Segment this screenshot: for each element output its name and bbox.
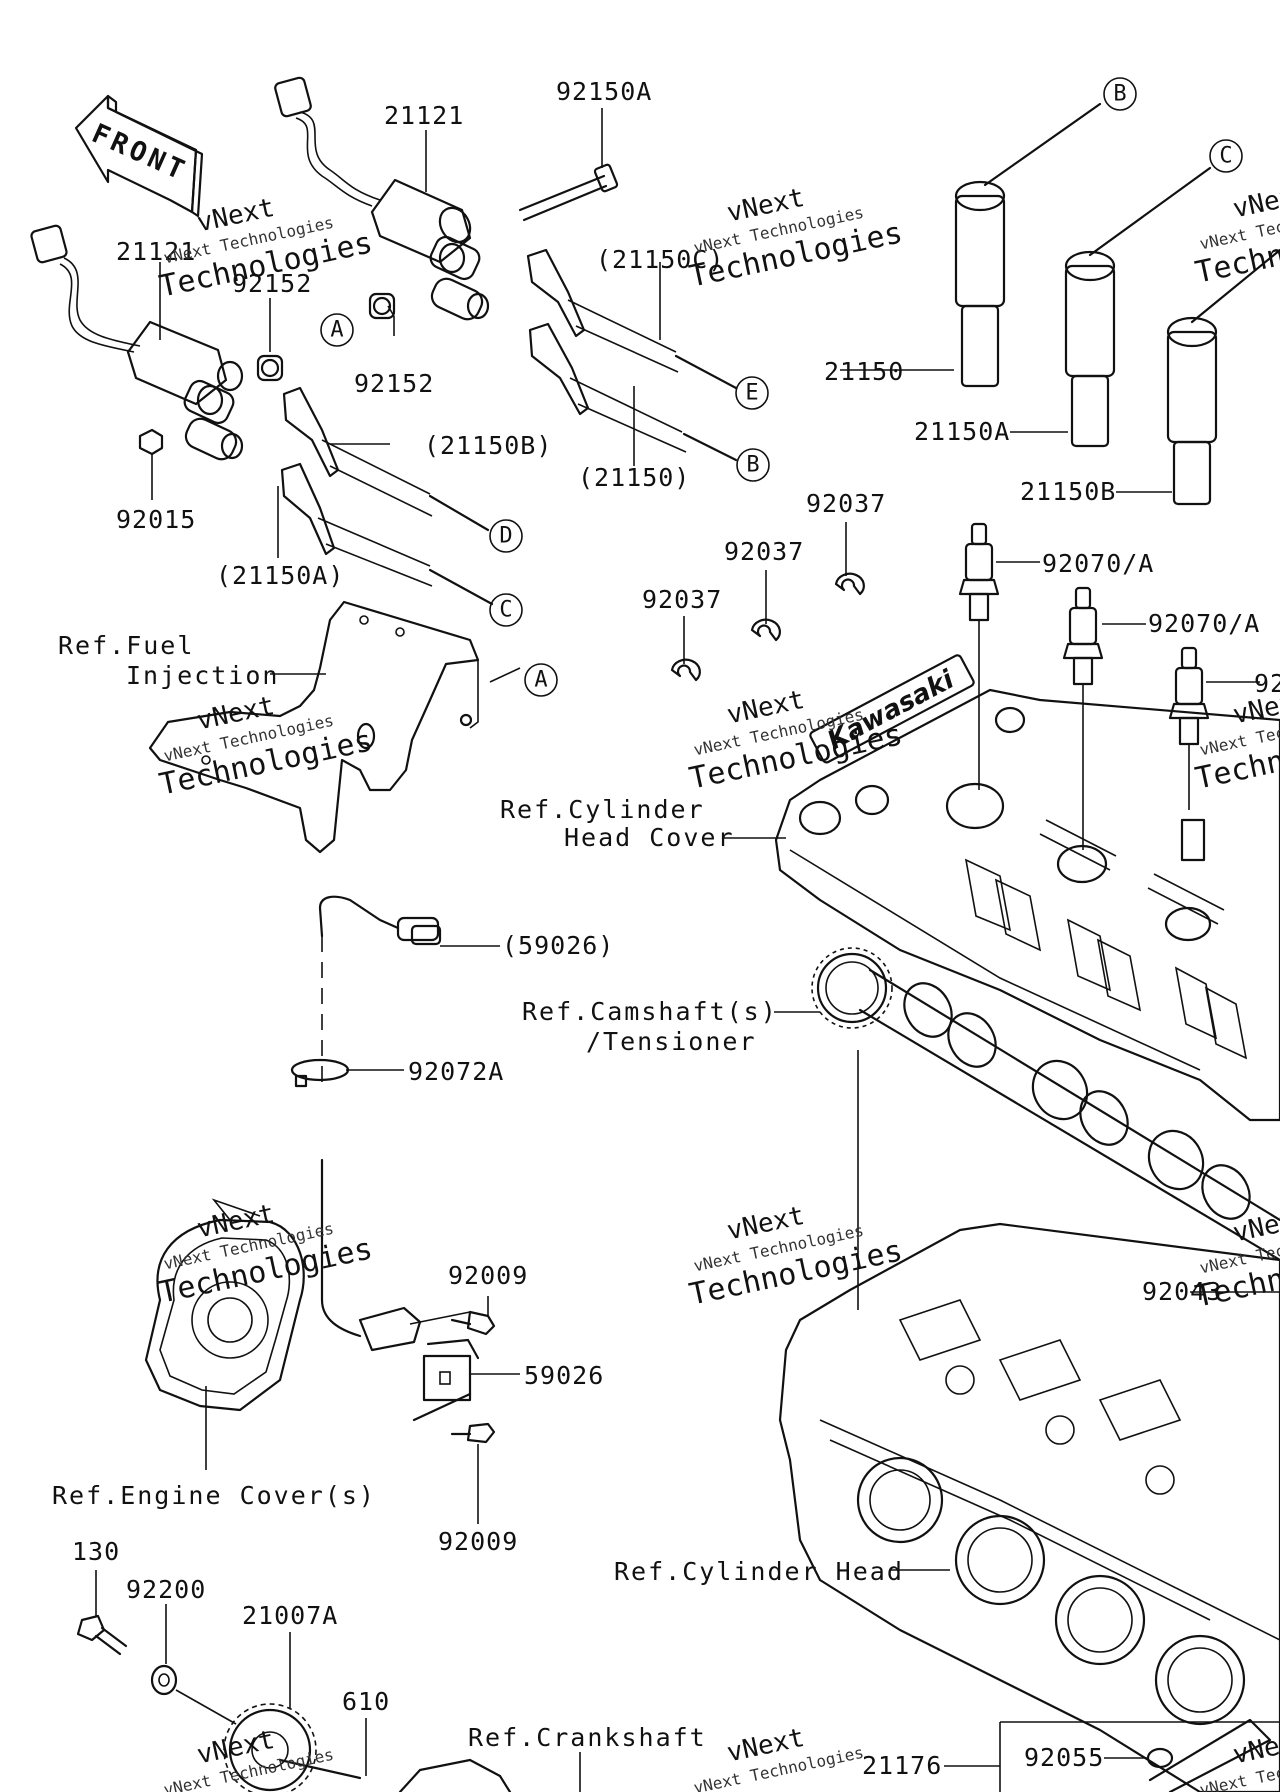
- part-label: (21150C): [596, 245, 724, 274]
- part-label: 92070/A: [1148, 609, 1260, 638]
- part-label: 92200: [126, 1575, 206, 1604]
- ref-camshaft-line2: /Tensioner: [586, 1027, 757, 1056]
- ref-engine-cover: Ref.Engine Cover(s): [52, 1481, 376, 1510]
- bolt-92009-icon: [450, 1310, 496, 1444]
- front-arrow-label: FRONT: [87, 118, 192, 188]
- ref-head-cover-line2: Head Cover: [564, 823, 735, 852]
- nut-92015-icon: [138, 428, 164, 456]
- crankshaft-ref: [398, 1758, 512, 1792]
- plug-cap-21150-short: [528, 322, 738, 462]
- part-label: 21150B: [1020, 477, 1116, 506]
- part-label: 92072A: [408, 1057, 504, 1086]
- callout-e-1-letter: E: [745, 381, 758, 406]
- callout-e-1: E: [735, 376, 769, 410]
- callout-c-1-letter: C: [1219, 144, 1232, 169]
- part-label: 21121: [384, 101, 464, 130]
- part-label: 21150: [824, 357, 904, 386]
- spark-plug-3: [1168, 646, 1210, 810]
- part-labels: 21121 92150A 21121 92152 92152 (21150C) …: [72, 77, 1280, 1780]
- callout-d-1: D: [489, 519, 523, 553]
- ref-fuel-injection-line1: Ref.Fuel: [58, 631, 194, 660]
- plug-cap-21150b-short: [282, 386, 490, 532]
- part-label: 92037: [642, 585, 722, 614]
- plug-cap-21150a-short: [280, 462, 494, 606]
- cylinder-head: [778, 1222, 1280, 1792]
- part-label: 92037: [724, 537, 804, 566]
- spark-plug-1: [958, 522, 1000, 790]
- part-label: (21150): [578, 463, 690, 492]
- engine-cover: [144, 1198, 305, 1412]
- watermark: vNext vNext Technologies Technologies vN…: [156, 179, 1280, 1792]
- ref-cylinder-head: Ref.Cylinder Head: [614, 1557, 904, 1586]
- bolt-92150a-icon: [518, 163, 619, 222]
- ref-crankshaft: Ref.Crankshaft: [468, 1723, 707, 1752]
- part-label: 21121: [116, 237, 196, 266]
- leader-lines: [95, 108, 1280, 1792]
- part-label: 92009: [438, 1527, 518, 1556]
- callout-a-1-letter: A: [330, 318, 343, 343]
- spark-plug-2: [1062, 586, 1104, 850]
- callout-b-1: B: [1103, 77, 1137, 111]
- collar-92152-icon: [256, 292, 396, 382]
- part-label: 92043: [1142, 1277, 1222, 1306]
- callout-a-2-letter: A: [534, 668, 547, 693]
- callout-b-2: B: [736, 448, 770, 482]
- callout-c-1: C: [1209, 139, 1243, 173]
- oring-92055-icon: [1146, 1747, 1174, 1769]
- sensor-wire: [290, 895, 442, 1338]
- part-label: 92150A: [556, 77, 652, 106]
- callout-b-1-letter: B: [1113, 82, 1126, 107]
- part-label: (21150A): [216, 561, 344, 590]
- part-label: 59026: [524, 1361, 604, 1390]
- reference-labels: Ref.Fuel Injection Ref.Cylinder Head Cov…: [52, 631, 904, 1752]
- part-label: 130: [72, 1537, 120, 1566]
- washer-92200-icon: [150, 1664, 237, 1725]
- part-label: (59026): [502, 931, 614, 960]
- ignition-coil-lower: [30, 224, 244, 461]
- part-label: 92037: [806, 489, 886, 518]
- plug-cap-21150b: [1166, 248, 1280, 506]
- part-label: 21150A: [914, 417, 1010, 446]
- part-label: 92070/A: [1042, 549, 1154, 578]
- ref-fuel-injection-line2: Injection: [126, 661, 279, 690]
- callout-d-1-letter: D: [499, 524, 512, 549]
- timing-rotor-21007a: [223, 1703, 362, 1792]
- part-label: 21176: [862, 1751, 942, 1780]
- part-label: 92015: [116, 505, 196, 534]
- callout-c-2: C: [489, 593, 523, 627]
- callout-a-1: A: [320, 313, 354, 347]
- watermark-text: vNext: [1230, 1725, 1280, 1771]
- plug-cap-21150a: [1064, 166, 1212, 448]
- watermark-text: vNext: [1230, 179, 1280, 225]
- part-label: 92: [1254, 669, 1280, 698]
- clip-92037-icon: [670, 572, 865, 682]
- callout-a-2: A: [524, 663, 558, 697]
- bolt-130-icon: [76, 1614, 128, 1656]
- part-label: (21150B): [424, 431, 552, 460]
- part-label: 92009: [448, 1261, 528, 1290]
- part-label: 92152: [232, 269, 312, 298]
- front-arrow-icon: FRONT: [74, 94, 204, 218]
- ref-head-cover-line1: Ref.Cylinder: [500, 795, 705, 824]
- part-label: 92055: [1024, 1743, 1104, 1772]
- fuel-injection-bracket: [148, 600, 480, 854]
- crank-sensor-59026: [358, 1306, 480, 1422]
- camshaft: [811, 947, 1280, 1310]
- watermark-text: vNext: [1230, 1203, 1280, 1249]
- part-label: 610: [342, 1687, 390, 1716]
- plug-cap-21150c-short: [526, 248, 738, 390]
- plug-cap-21150: [954, 102, 1102, 388]
- part-label: 21007A: [242, 1601, 338, 1630]
- callout-c-2-letter: C: [499, 598, 512, 623]
- callout-b-2-letter: B: [746, 453, 759, 478]
- part-label: 92152: [354, 369, 434, 398]
- ref-camshaft-line1: Ref.Camshaft(s): [522, 997, 778, 1026]
- ignition-coil-upper: [274, 76, 490, 321]
